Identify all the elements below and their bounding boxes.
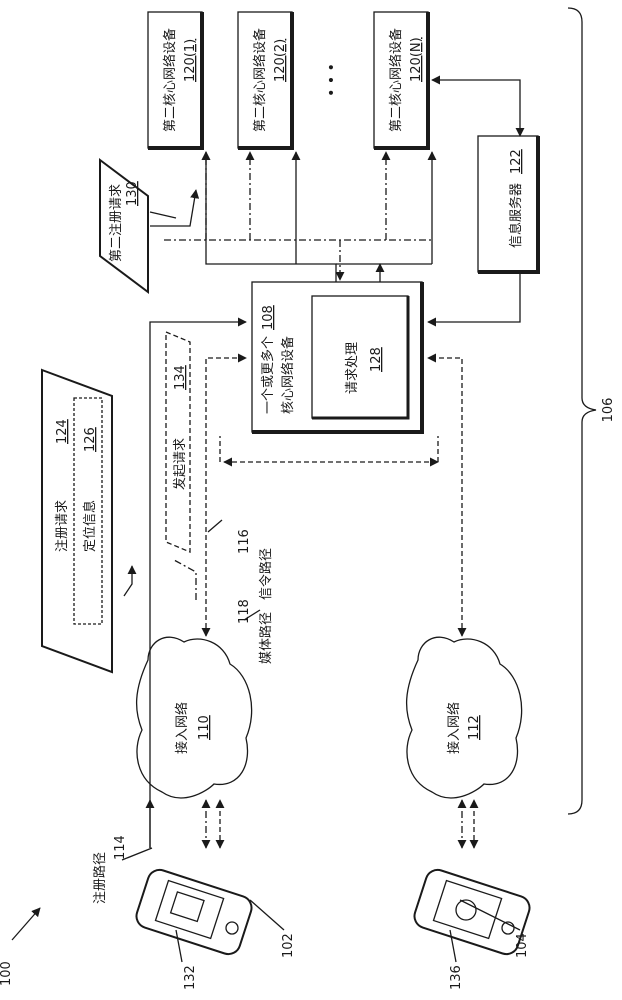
initiate-request-box — [165, 331, 191, 553]
bracket-106 — [567, 7, 597, 815]
media-path-label: 媒体路径 — [258, 612, 274, 664]
access-network-112-label: 接入网络 — [446, 702, 462, 754]
info-server-ref: 122 — [509, 149, 524, 174]
second-registration-request-box — [99, 158, 149, 294]
access-network-110-ref: 110 — [197, 715, 212, 740]
location-info-box — [73, 397, 103, 625]
core-device-box — [251, 281, 423, 433]
second-core-device-1-ref: 120(1) — [183, 39, 198, 82]
second-registration-request-ref: 130 — [125, 181, 140, 206]
user-device-104 — [413, 868, 531, 956]
initiate-request-label: 发起请求 — [172, 438, 188, 490]
media-path-ref: 118 — [237, 599, 252, 624]
second-registration-request-label: 第二注册请求 — [109, 184, 124, 262]
access-network-110-cloud — [135, 636, 253, 799]
info-server-label: 信息服务器 — [508, 183, 524, 248]
bracket-ref-106: 106 — [601, 398, 616, 423]
figure-ref-100: 100 — [0, 961, 14, 986]
device-102-screen-ref: 132 — [183, 965, 198, 990]
location-info-label: 定位信息 — [82, 500, 98, 552]
registration-request-ref: 124 — [55, 419, 70, 444]
access-network-110-label: 接入网络 — [174, 702, 190, 754]
second-core-device-1-label: 第二核心网络设备 — [162, 28, 178, 132]
core-device-ref: 108 — [261, 305, 276, 330]
device-102-ref: 102 — [281, 933, 296, 958]
device-104-screen-ref: 136 — [449, 965, 464, 990]
second-core-device-n-label: 第二核心网络设备 — [388, 28, 404, 132]
second-core-device-2-ref: 120(2) — [273, 39, 288, 82]
access-network-112-ref: 112 — [467, 715, 482, 740]
initiate-request-ref: 134 — [173, 365, 188, 390]
info-server-box — [477, 135, 539, 273]
signaling-path-ref: 116 — [237, 529, 252, 554]
location-info-ref: 126 — [83, 427, 98, 452]
user-device-102 — [135, 868, 253, 956]
core-device-label-line1: 一个或更多个 — [260, 336, 276, 414]
registration-request-label: 注册请求 — [55, 500, 70, 552]
core-device-label-line2: 核心网络设备 — [280, 336, 296, 414]
second-core-device-n-ref: 120(N) — [409, 37, 424, 82]
signaling-path-label: 信令路径 — [258, 548, 274, 600]
second-core-device-2-label: 第二核心网络设备 — [252, 28, 268, 132]
registration-path-ref: 114 — [113, 835, 128, 860]
request-processing-label: 请求处理 — [345, 342, 360, 394]
registration-path-line — [149, 317, 247, 848]
access-network-112-cloud — [405, 636, 523, 799]
registration-path-label: 注册路径 — [92, 852, 108, 904]
ellipsis: • • • — [324, 63, 340, 97]
device-104-ref: 104 — [515, 933, 530, 958]
request-processing-ref: 128 — [369, 347, 384, 372]
request-processing-box — [311, 295, 409, 419]
registration-request-box — [41, 368, 113, 674]
